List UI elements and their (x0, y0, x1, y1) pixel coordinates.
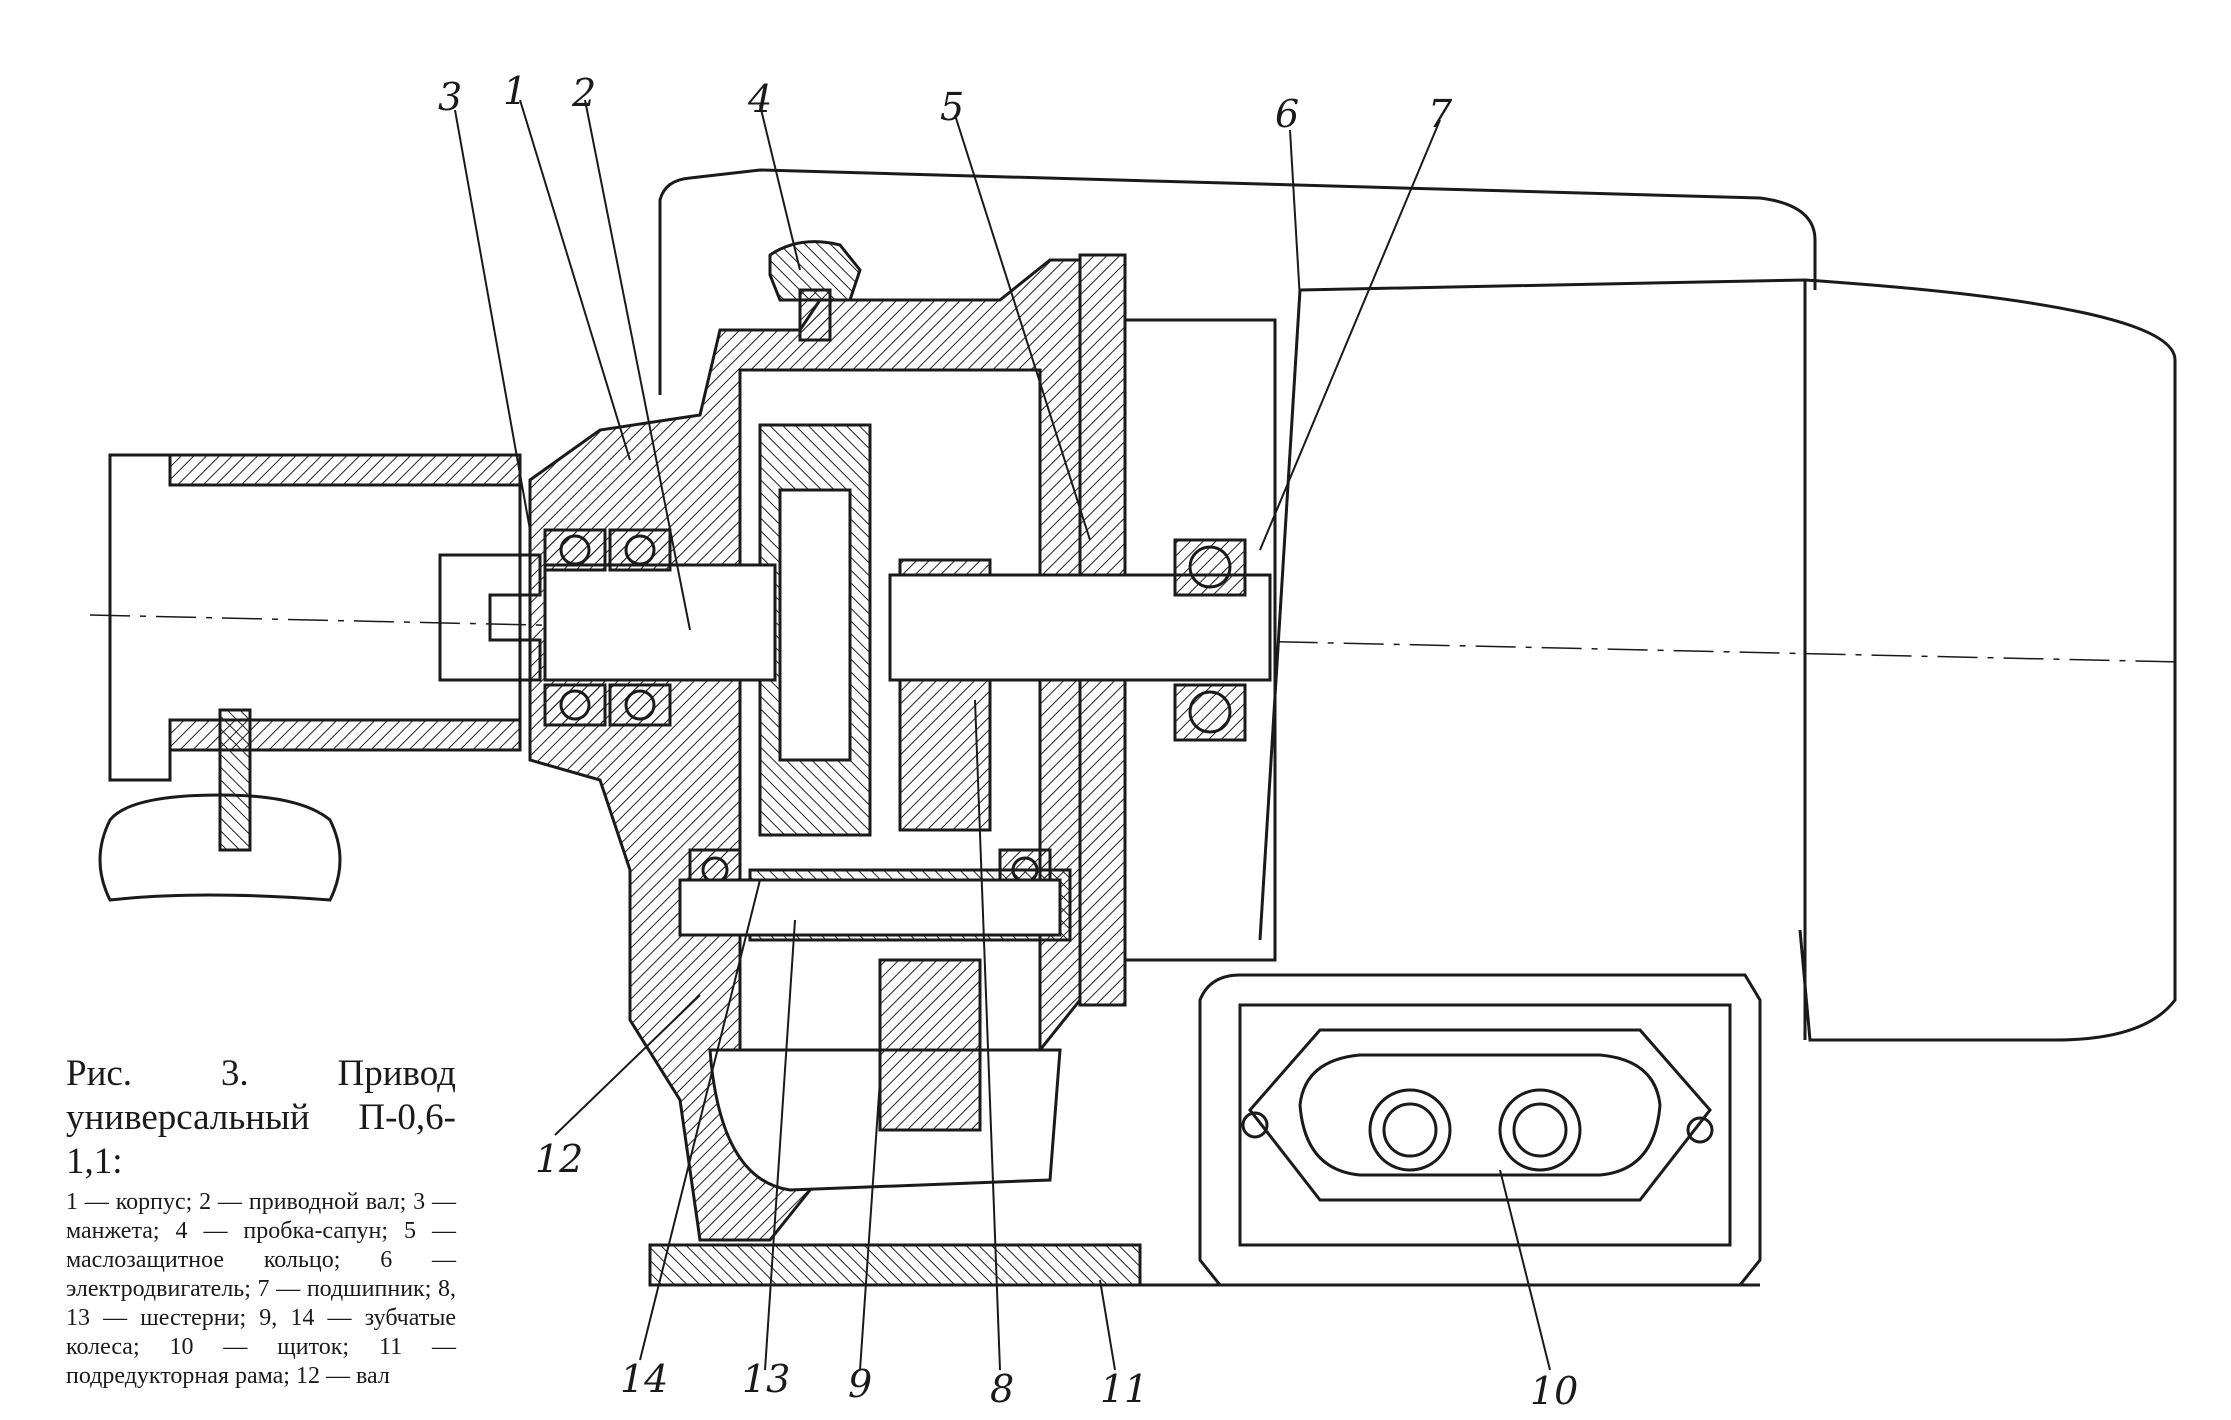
label-13: 13 (742, 1357, 791, 1401)
drive-shaft (543, 563, 777, 682)
label-9: 9 (848, 1362, 873, 1406)
label-6: 6 (1275, 92, 1300, 136)
handwheel (98, 793, 342, 902)
label-14: 14 (620, 1357, 669, 1401)
figure-caption: Рис. 3. Привод универсальный П-0,6-1,1: … (66, 1052, 456, 1391)
label-1: 1 (503, 69, 528, 113)
leader-lines (454, 99, 1551, 1371)
label-2: 2 (572, 71, 597, 115)
cover-plate (1198, 973, 1762, 1287)
motor-body (1299, 278, 2177, 1042)
lower-shaft (678, 878, 1062, 937)
label-12: 12 (535, 1137, 584, 1181)
label-8: 8 (990, 1367, 1015, 1411)
label-7: 7 (1428, 92, 1453, 136)
label-3: 3 (438, 75, 463, 119)
label-5: 5 (940, 85, 965, 129)
base-frame (648, 1243, 1142, 1287)
caption-legend: 1 — корпус; 2 — приводной вал; 3 — манже… (66, 1189, 456, 1389)
outer-cover (658, 168, 1817, 395)
label-4: 4 (748, 77, 773, 121)
label-11: 11 (1100, 1367, 1149, 1411)
caption-title: Рис. 3. Привод универсальный П-0,6-1,1: (66, 1053, 456, 1182)
bearings (543, 528, 1247, 892)
label-10: 10 (1530, 1369, 1579, 1413)
